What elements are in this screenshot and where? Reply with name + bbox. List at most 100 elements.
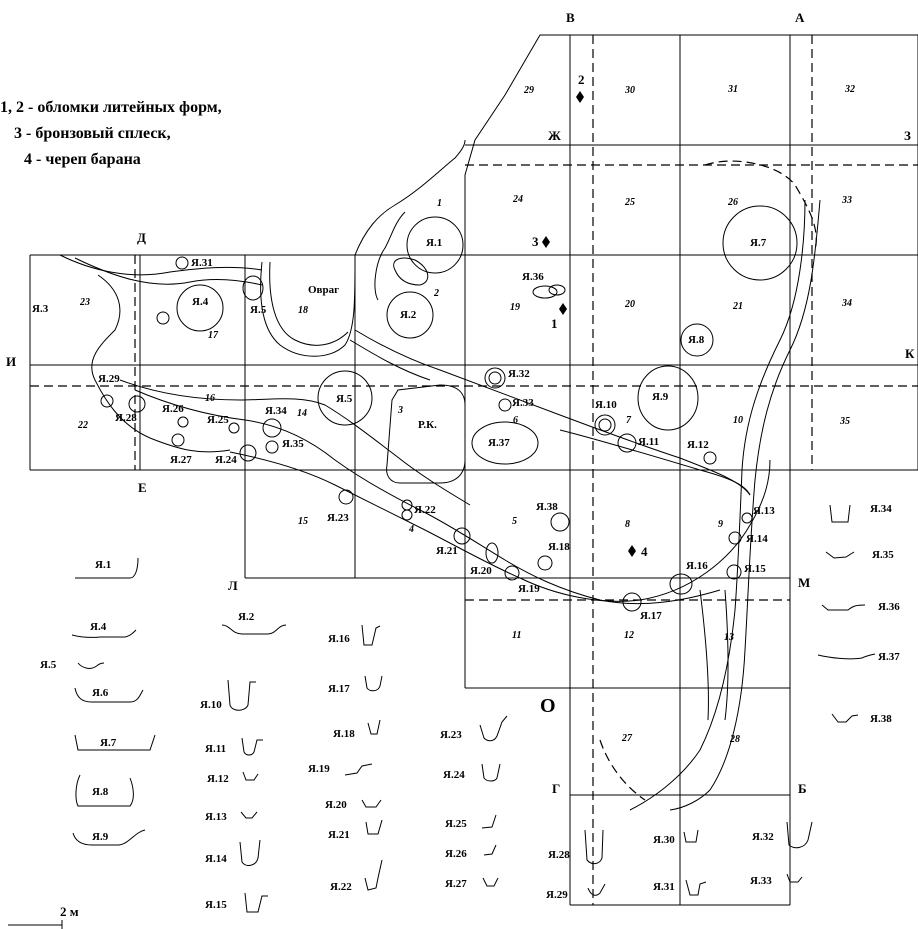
grid-letters: В А Ж З Д И К Е Л М Г Б О (6, 10, 915, 796)
grid-letter-b: Б (798, 781, 807, 796)
grid-letter-v: В (566, 10, 575, 25)
find-label-2: 2 (578, 72, 585, 87)
square-22: 22 (77, 420, 88, 431)
profile-label-28: Я.28 (548, 849, 570, 861)
square-15: 15 (298, 516, 308, 527)
profile-label-2: Я.2 (238, 611, 255, 623)
profile-10 (227, 679, 256, 711)
square-25: 25 (624, 197, 635, 208)
pit-label-2: Я.2 (400, 309, 417, 321)
pit-label-17: Я.17 (640, 610, 662, 622)
profile-7 (74, 734, 156, 751)
square-6: 6 (513, 415, 518, 426)
pk-label: Р.К. (418, 419, 437, 431)
profile-label-22: Я.22 (330, 881, 352, 893)
square-30: 30 (624, 85, 635, 96)
square-7: 7 (626, 415, 632, 426)
profile-label-26: Я.26 (445, 848, 467, 860)
pit-label-31: Я.31 (191, 257, 213, 269)
pit-label-21: Я.21 (436, 545, 458, 557)
pit-label-27: Я.27 (170, 454, 192, 466)
profile-26 (483, 844, 497, 856)
square-31: 31 (727, 84, 738, 95)
profile-15 (244, 892, 268, 913)
square-32: 32 (844, 84, 855, 95)
profile-label-15: Я.15 (205, 899, 227, 911)
pit-label-3: Я.3 (32, 303, 49, 315)
excavation-grid (29, 34, 918, 906)
pit-label-13: Я.13 (753, 505, 775, 517)
profile-36 (821, 604, 866, 611)
profile-31 (685, 879, 707, 896)
square-34: 34 (841, 298, 852, 309)
profile-label-13: Я.13 (205, 811, 227, 823)
square-21: 21 (732, 301, 743, 312)
find-marker-3 (542, 236, 550, 248)
profile-label-1: Я.1 (95, 559, 111, 571)
pit-label-26: Я.26 (162, 403, 184, 415)
scale-bar: 2 м (8, 904, 79, 929)
profile-label-30: Я.30 (653, 834, 675, 846)
profile-29 (587, 883, 606, 896)
profile-34 (829, 504, 851, 523)
square-33: 33 (841, 195, 852, 206)
find-label-1: 1 (551, 316, 558, 331)
pit-label-11: Я.11 (638, 436, 659, 448)
profile-label-5: Я.5 (40, 659, 57, 671)
pit-label-16: Я.16 (686, 560, 708, 572)
profile-label-10: Я.10 (200, 699, 222, 711)
profile-label-38: Я.38 (870, 713, 892, 725)
profile-label-12: Я.12 (207, 773, 229, 785)
pit-label-38: Я.38 (536, 501, 558, 513)
pit-label-36: Я.36 (522, 271, 544, 283)
profile-label-33: Я.33 (750, 875, 772, 887)
ravine-label: Овраг (308, 284, 339, 296)
find-label-3: 3 (532, 234, 539, 249)
profile-label-8: Я.8 (92, 786, 109, 798)
profile-11 (241, 737, 263, 756)
square-29: 29 (523, 85, 534, 96)
grid-letter-zh: Ж (548, 128, 561, 143)
grid-letter-z: З (904, 128, 911, 143)
pit-label-12: Я.12 (687, 439, 709, 451)
profile-14 (239, 839, 261, 866)
profile-label-35: Я.35 (872, 549, 894, 561)
square-17: 17 (208, 330, 219, 341)
terrain-lines (59, 139, 821, 811)
profile-19 (344, 763, 373, 776)
grid-letter-a: А (795, 10, 805, 25)
grid-letter-m: М (798, 575, 810, 590)
pit-label-28: Я.28 (115, 412, 137, 424)
profile-label-25: Я.25 (445, 818, 467, 830)
pit-label-22: Я.22 (414, 504, 436, 516)
square-16: 16 (205, 393, 215, 404)
pit-label-23: Я.23 (327, 512, 349, 524)
profile-label-16: Я.16 (328, 633, 350, 645)
profile-28 (584, 829, 604, 865)
square-18: 18 (298, 305, 308, 316)
pit-label-24: Я.24 (215, 454, 237, 466)
profile-1 (75, 557, 139, 579)
profile-37 (817, 653, 876, 660)
square-11: 11 (512, 630, 521, 641)
pit-label-19: Я.19 (518, 583, 540, 595)
grid-letter-e: Е (138, 480, 147, 495)
profile-22 (364, 859, 383, 891)
profile-label-20: Я.20 (325, 799, 347, 811)
profile-8 (75, 774, 134, 807)
grid-letter-i: И (6, 354, 16, 369)
pit-label-8: Я.8 (688, 334, 705, 346)
profile-16 (361, 624, 381, 646)
square-19: 19 (510, 302, 520, 313)
square-8: 8 (625, 519, 630, 530)
profile-24 (481, 763, 501, 782)
profile-32 (786, 821, 813, 849)
profile-label-18: Я.18 (333, 728, 355, 740)
profile-label-9: Я.9 (92, 831, 109, 843)
pit-labels: Я.1 Я.2 Я.3 Я.4 Я.5 Я.5 Я.7 Я.8 Я.9 Я.10… (32, 237, 775, 622)
profile-label-7: Я.7 (100, 737, 117, 749)
grid-letter-g: Г (552, 781, 560, 796)
profile-label-4: Я.4 (90, 621, 107, 633)
profile-20 (361, 799, 382, 808)
